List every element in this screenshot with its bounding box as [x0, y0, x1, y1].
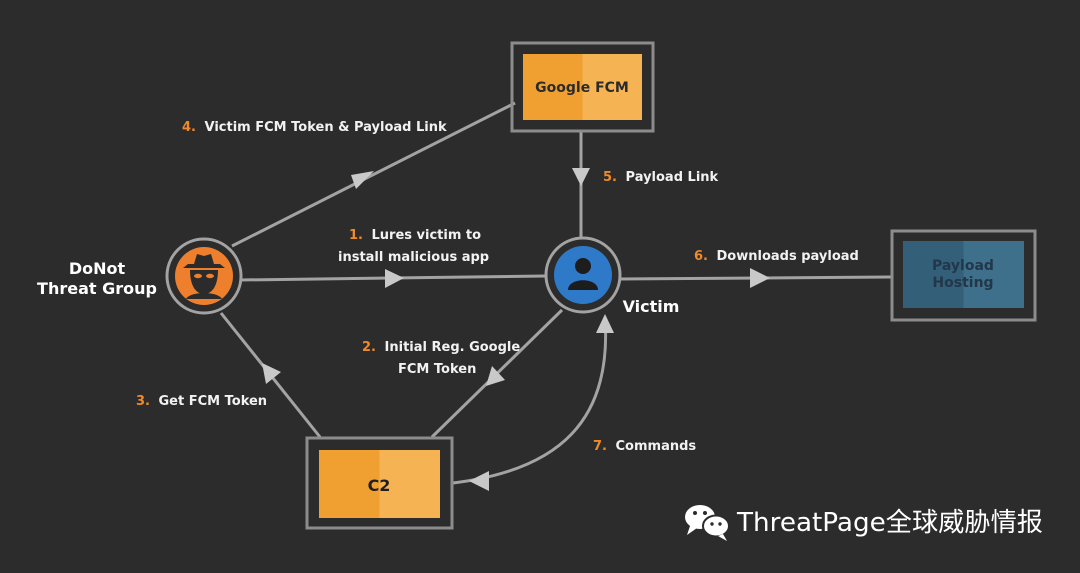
step-2-text-line2: FCM Token [398, 362, 476, 377]
payload-hosting-label-line2: Hosting [932, 275, 993, 291]
step-6-number: 6. [694, 249, 708, 264]
payload-hosting-frame [890, 229, 1037, 322]
arrowhead-3 [262, 363, 281, 384]
step-7-label: 7. Commands [593, 439, 696, 454]
step-6-label: 6. Downloads payload [694, 249, 859, 264]
step-3-label: 3. Get FCM Token [136, 394, 267, 409]
arrowhead-6 [750, 268, 770, 288]
threat-actor-node [165, 237, 243, 315]
payload-hosting-label-line1: Payload [932, 258, 994, 274]
threat-group-title-line2: Threat Group [37, 279, 157, 298]
step-4-text: Victim FCM Token & Payload Link [205, 120, 447, 135]
step-1-text-line2: install malicious app [338, 250, 489, 265]
arrowhead-7-up [596, 314, 614, 333]
step-2-text-line1: Initial Reg. Google [385, 340, 521, 355]
c2-label: C2 [368, 476, 391, 495]
watermark: ThreatPage全球威胁情报 [685, 505, 1043, 541]
step-3-text: Get FCM Token [159, 394, 268, 409]
arrowheads [262, 168, 770, 491]
user-icon [568, 258, 598, 290]
step-1-text-line1: Lures victim to [372, 228, 482, 243]
step-4-label: 4. Victim FCM Token & Payload Link [182, 120, 447, 135]
victim-title: Victim [623, 297, 680, 316]
step-7-text: Commands [616, 439, 697, 454]
edge-4-line [231, 101, 516, 248]
threat-group-title-line1: DoNot [69, 259, 126, 278]
c2-frame [305, 436, 454, 530]
google-fcm-box [523, 54, 642, 120]
step-1-label-line1: 1. Lures victim to [349, 228, 481, 243]
spy-hat-icon [183, 254, 225, 299]
payload-hosting-box [903, 241, 1024, 308]
step-6-text: Downloads payload [717, 249, 859, 264]
arrowhead-5 [572, 168, 590, 186]
c2-box [319, 450, 440, 518]
step-7-number: 7. [593, 439, 607, 454]
step-1-number: 1. [349, 228, 363, 243]
arrowhead-4 [351, 171, 374, 189]
c2-node: C2 [305, 436, 454, 530]
edge-7-curve [452, 317, 608, 485]
arrowhead-1 [385, 269, 404, 288]
watermark-text: ThreatPage全球威胁情报 [736, 508, 1043, 538]
step-3-number: 3. [136, 394, 150, 409]
step-5-text: Payload Link [626, 170, 719, 185]
google-fcm-node: Google FCM [510, 41, 655, 133]
step-5-number: 5. [603, 170, 617, 185]
step-2-label-line1: 2. Initial Reg. Google [362, 340, 520, 355]
google-fcm-frame [510, 41, 655, 133]
step-4-number: 4. [182, 120, 196, 135]
victim-disc [554, 246, 612, 304]
arrowhead-2 [486, 366, 505, 386]
google-fcm-label: Google FCM [535, 80, 629, 96]
wechat-icon [685, 505, 730, 541]
step-2-number: 2. [362, 340, 376, 355]
arrowhead-7-left [469, 471, 489, 491]
payload-hosting-node: Payload Hosting [890, 229, 1037, 322]
step-5-label: 5. Payload Link [603, 170, 719, 185]
victim-node [544, 236, 622, 314]
